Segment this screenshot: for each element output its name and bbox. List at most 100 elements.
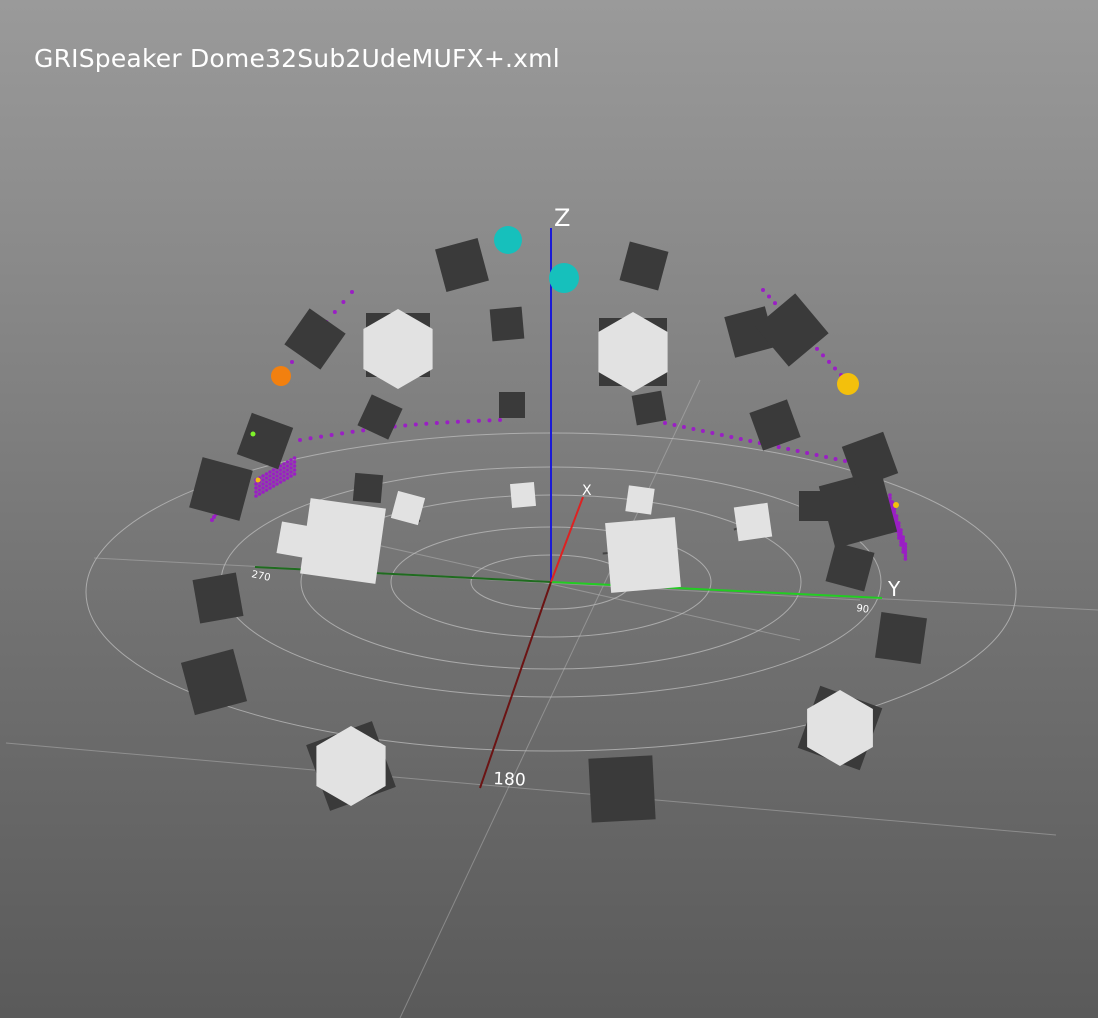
speaker-cube[interactable] [276, 521, 314, 559]
trail-dot [332, 310, 337, 314]
speaker-face [749, 399, 801, 451]
speaker-cube[interactable] [298, 498, 386, 584]
speaker-face [841, 431, 899, 489]
speaker-cube[interactable] [807, 690, 873, 766]
sources[interactable] [250, 226, 860, 437]
source-cyan-1[interactable] [494, 226, 522, 254]
trail-dot [903, 551, 908, 555]
speaker-cube[interactable] [598, 312, 668, 392]
trail-dot [903, 545, 908, 549]
source-orange[interactable] [271, 366, 291, 386]
speaker-cube[interactable] [435, 238, 489, 292]
speaker-cube[interactable] [818, 469, 898, 549]
speaker-cube[interactable] [189, 457, 253, 521]
trail-dot [487, 418, 492, 423]
trail-dot [466, 419, 471, 424]
trail-dot [899, 528, 903, 532]
speaker-cube[interactable] [588, 755, 656, 823]
speaker-face [724, 306, 776, 358]
speaker-face [499, 392, 525, 418]
speaker-cube[interactable] [489, 306, 525, 342]
speaker-cube[interactable] [180, 648, 248, 716]
speaker-cube[interactable] [731, 502, 773, 542]
axes [254, 228, 883, 789]
trail-dot [282, 470, 286, 474]
trail-dot [903, 557, 908, 561]
speaker-cube[interactable] [625, 485, 655, 515]
trail-dot [255, 477, 261, 483]
speaker-cube[interactable] [509, 481, 537, 509]
trail-dot [821, 353, 825, 358]
source-cyan-2[interactable] [549, 263, 579, 293]
trail-dot [271, 472, 276, 476]
trail-dot [890, 503, 894, 507]
trail-dot [894, 517, 899, 521]
speaker-cube[interactable] [390, 490, 426, 526]
trail-dot [897, 521, 901, 525]
trail-dot [261, 482, 265, 486]
source-trails [210, 288, 908, 561]
speaker-cube[interactable] [841, 431, 899, 489]
speaker-cube[interactable] [631, 390, 667, 426]
speaker-cube[interactable] [192, 572, 244, 624]
speaker-cube[interactable] [875, 612, 927, 664]
source-yellow[interactable] [837, 373, 859, 395]
trail-dot [413, 422, 418, 427]
speaker-cube[interactable] [284, 308, 346, 370]
source-green[interactable] [250, 431, 256, 437]
trail-dot [672, 423, 677, 427]
speaker-face [390, 490, 426, 526]
trail-dot [903, 542, 908, 546]
trail-dot [268, 474, 272, 478]
trail-dot [888, 493, 892, 497]
trail-dot [290, 360, 294, 364]
speaker-face [192, 572, 244, 624]
speaker-cube[interactable] [600, 517, 681, 593]
speaker-cube[interactable] [499, 392, 525, 418]
speaker-cube[interactable] [724, 306, 776, 358]
speaker-face [435, 238, 489, 292]
trail-dot [289, 466, 293, 470]
trail-dot [275, 470, 279, 474]
trail-dot [773, 301, 777, 306]
trail-dot [282, 474, 286, 478]
trail-dot [298, 438, 302, 442]
trail-dot [663, 421, 667, 425]
y-axis-line [550, 581, 883, 599]
trail-dot [264, 488, 269, 492]
speaker-cube[interactable] [749, 399, 801, 451]
speakers[interactable] [180, 238, 927, 823]
speaker-cube[interactable] [755, 293, 829, 367]
speaker-cube[interactable] [357, 394, 403, 440]
trail-dot [285, 460, 290, 464]
speaker-cube[interactable] [352, 472, 384, 504]
trail-dot [268, 470, 272, 474]
trail-dot [498, 418, 502, 422]
grid-line [309, 529, 801, 641]
trail-dot [257, 484, 262, 488]
speaker-face [625, 485, 655, 515]
speaker-cube[interactable] [619, 241, 669, 291]
trail-dot [264, 472, 269, 476]
trail-dot [261, 478, 265, 482]
speaker-cube[interactable] [236, 412, 294, 470]
speaker-face [236, 412, 294, 470]
speaker-cube[interactable] [316, 726, 386, 806]
window-title: GRISpeaker Dome32Sub2UdeMUFX+.xml [34, 44, 560, 73]
trail-dot [729, 435, 734, 439]
trail-dot [899, 531, 903, 535]
trail-dot [289, 462, 293, 466]
trail-dot [264, 480, 269, 484]
speaker-cube[interactable] [363, 309, 433, 389]
grid-line [399, 379, 701, 1018]
trail-dot [285, 472, 290, 476]
speaker-cube[interactable] [825, 542, 875, 592]
trail-dot [261, 474, 265, 478]
trail-dot [748, 439, 753, 443]
speaker-cube[interactable] [799, 491, 829, 521]
trail-dot [901, 538, 905, 542]
trail-dot [268, 486, 272, 490]
trail-dot [738, 437, 743, 441]
